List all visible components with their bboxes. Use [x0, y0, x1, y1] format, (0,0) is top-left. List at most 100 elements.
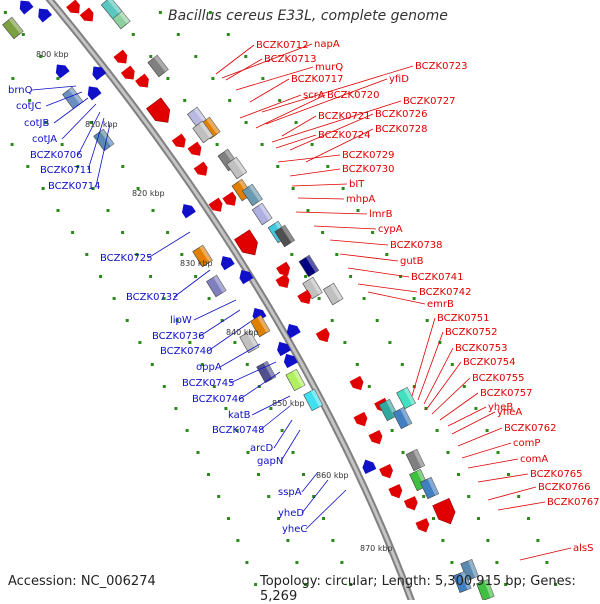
forward-gene-label: BCZK0729: [342, 150, 395, 161]
track-tick: [236, 539, 240, 542]
reverse-gene-label: yheC: [282, 524, 307, 535]
label-leader-line: [147, 231, 191, 259]
track-tick: [174, 407, 178, 410]
label-leader-line: [265, 78, 388, 125]
forward-gene-arrow: [349, 375, 364, 391]
track-tick: [457, 473, 460, 476]
reverse-gene-arrow: [239, 270, 254, 285]
track-tick: [85, 253, 89, 256]
reverse-gene-arrow: [181, 204, 196, 219]
kbp-label: 850 kbp: [272, 399, 305, 408]
gene-feature-box: [274, 224, 296, 248]
track-tick: [175, 319, 179, 322]
forward-gene-arrow: [135, 73, 149, 88]
label-leader-line: [215, 44, 255, 75]
gene-feature-box: [298, 254, 320, 278]
track-tick: [166, 231, 170, 234]
gene-feature-box: [256, 360, 277, 384]
forward-gene-label: BCZK0755: [472, 373, 525, 384]
forward-gene-label: BCZK0766: [538, 482, 591, 493]
track-tick: [44, 121, 48, 124]
forward-gene-label: comA: [520, 454, 548, 465]
track-tick: [208, 11, 212, 14]
track-tick: [527, 517, 530, 520]
track-tick: [180, 253, 184, 256]
label-leader-line: [329, 239, 389, 246]
gene-feature-box: [226, 156, 248, 180]
track-tick: [246, 451, 250, 454]
label-leader-line: [457, 427, 503, 447]
track-tick: [121, 165, 125, 168]
label-leader-line: [61, 103, 97, 140]
track-tick: [162, 385, 166, 388]
label-leader-line: [339, 253, 399, 262]
track-tick: [295, 561, 299, 564]
forward-gene-arrow: [234, 229, 258, 256]
forward-gene-arrow: [315, 327, 330, 343]
forward-gene-arrow: [113, 49, 128, 64]
forward-gene-arrow: [171, 133, 186, 148]
track-tick: [39, 55, 43, 58]
forward-gene-label: cypA: [378, 224, 403, 235]
reverse-gene-label: lipW: [170, 315, 192, 326]
reverse-gene-label: BCZK0736: [152, 331, 205, 342]
track-tick: [399, 275, 403, 278]
forward-gene-label: BCZK0717: [291, 74, 344, 85]
label-leader-line: [417, 331, 444, 401]
track-tick: [291, 451, 295, 454]
label-leader-line: [229, 361, 277, 384]
forward-gene-label: emrB: [427, 299, 454, 310]
track-tick: [11, 77, 15, 80]
track-tick: [131, 33, 135, 36]
forward-gene-label: BCZK0757: [480, 388, 533, 399]
track-tick: [467, 495, 471, 498]
track-tick: [385, 253, 389, 256]
gene-feature-box: [453, 571, 472, 593]
label-leader-line: [77, 111, 101, 156]
label-leader-line: [477, 473, 529, 483]
track-tick: [135, 253, 139, 256]
track-tick: [158, 11, 162, 14]
label-leader-line: [173, 269, 211, 298]
forward-gene-label: bIT: [349, 179, 365, 190]
track-tick: [321, 231, 325, 234]
track-tick: [149, 55, 153, 58]
track-tick: [277, 517, 280, 520]
forward-gene-label: BCZK0723: [415, 61, 468, 72]
track-tick: [331, 539, 335, 542]
forward-gene-label: gutB: [400, 256, 424, 267]
track-tick: [194, 275, 198, 278]
track-tick: [21, 33, 25, 36]
gene-feature-box: [147, 54, 169, 78]
genome-backbone-highlight: [48, 0, 413, 600]
track-tick: [280, 429, 284, 432]
track-tick: [207, 297, 211, 300]
label-leader-line: [301, 479, 329, 514]
label-leader-line: [357, 283, 418, 293]
track-tick: [162, 297, 166, 300]
track-tick: [554, 583, 558, 586]
track-tick: [335, 253, 339, 256]
track-tick: [183, 99, 187, 102]
track-tick: [3, 11, 7, 14]
label-leader-line: [275, 134, 317, 149]
label-leader-line: [439, 392, 479, 421]
track-tick: [412, 385, 416, 388]
reverse-gene-label: BCZK0732: [126, 292, 179, 303]
track-tick: [435, 429, 439, 432]
track-tick: [267, 495, 271, 498]
label-leader-line: [193, 299, 237, 321]
gene-feature-box: [303, 388, 324, 412]
track-tick: [432, 517, 435, 520]
track-tick: [188, 341, 192, 344]
track-tick: [200, 363, 204, 366]
kbp-label: 840 kbp: [226, 328, 259, 337]
forward-gene-arrow: [193, 161, 208, 176]
track-tick: [245, 561, 249, 564]
kbp-label: 860 kbp: [316, 471, 349, 480]
forward-gene-label: mhpA: [346, 194, 375, 205]
forward-gene-arrow: [432, 497, 456, 525]
label-leader-line: [305, 128, 374, 163]
track-tick: [26, 165, 30, 168]
